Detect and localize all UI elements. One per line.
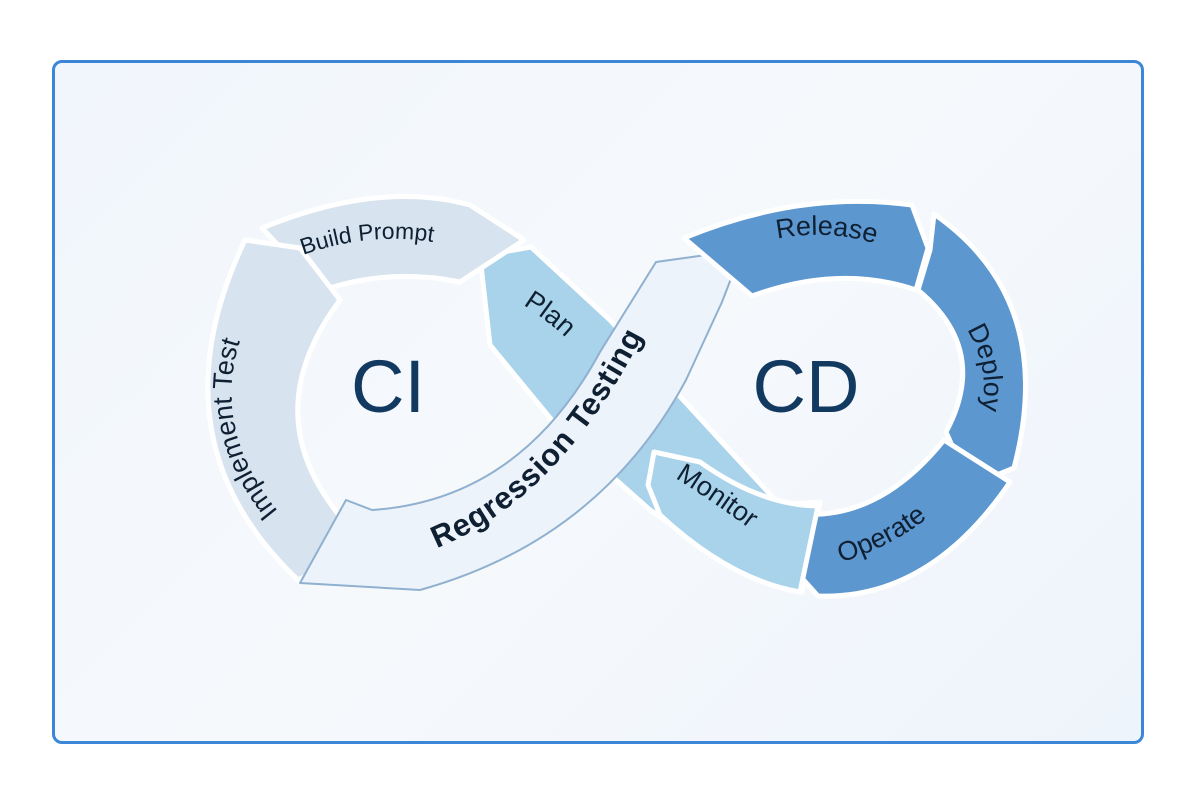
- deploy-segment: [915, 211, 1028, 489]
- monitor-segment: [645, 449, 821, 595]
- build-prompt-segment: [259, 193, 527, 299]
- cd-label: CD: [753, 345, 860, 428]
- ci-label: CI: [351, 345, 425, 428]
- operate-segment: [779, 437, 1013, 599]
- release-segment: [681, 198, 931, 299]
- implement-test-segment: [205, 237, 355, 583]
